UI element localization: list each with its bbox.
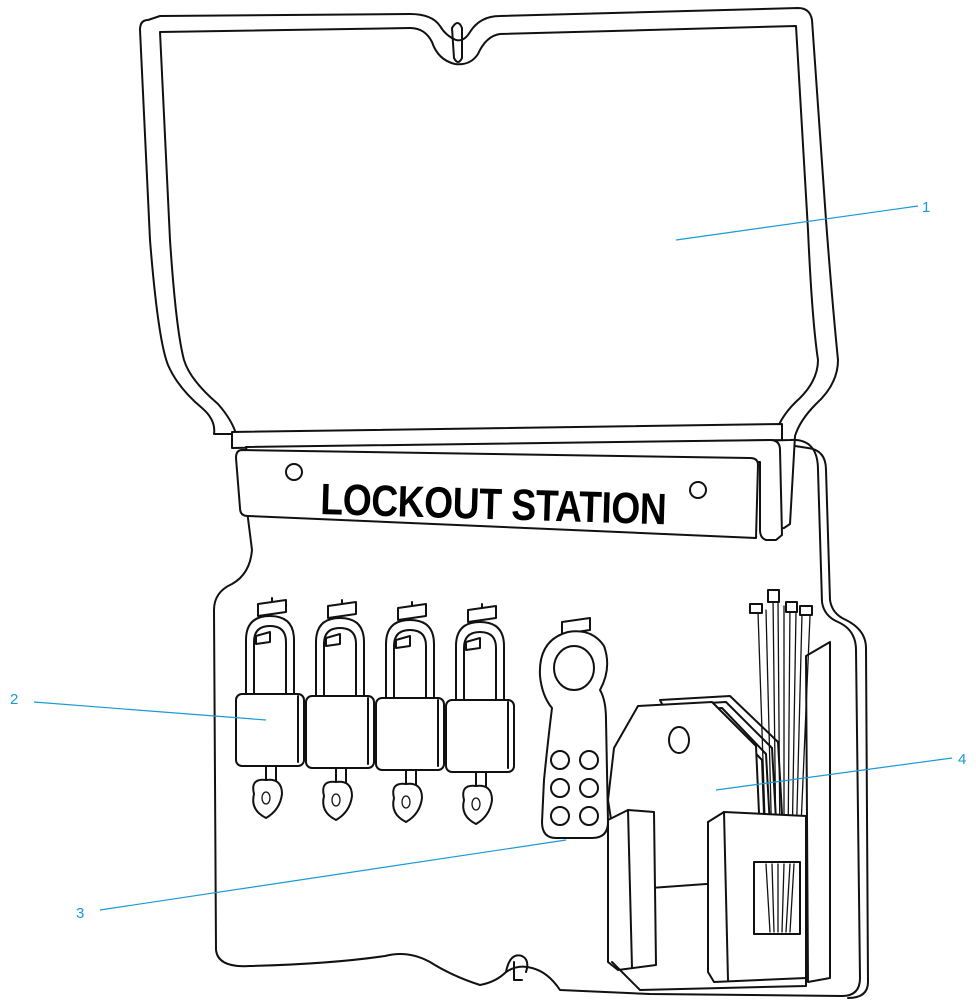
cable-tie-head: [786, 602, 797, 612]
callout-line-1: [676, 206, 918, 240]
callout-number-4: 4: [958, 751, 966, 768]
callout-number-3: 3: [76, 905, 84, 922]
cable-tie-head: [750, 604, 762, 613]
sign-title: LOCKOUT STATION: [320, 475, 667, 534]
callout-number-2: 2: [10, 691, 18, 708]
cable-tie-head: [800, 606, 812, 615]
lockout-hasp: [540, 618, 608, 838]
cable-tie-head: [768, 590, 779, 602]
callout-number-1: 1: [922, 199, 930, 216]
